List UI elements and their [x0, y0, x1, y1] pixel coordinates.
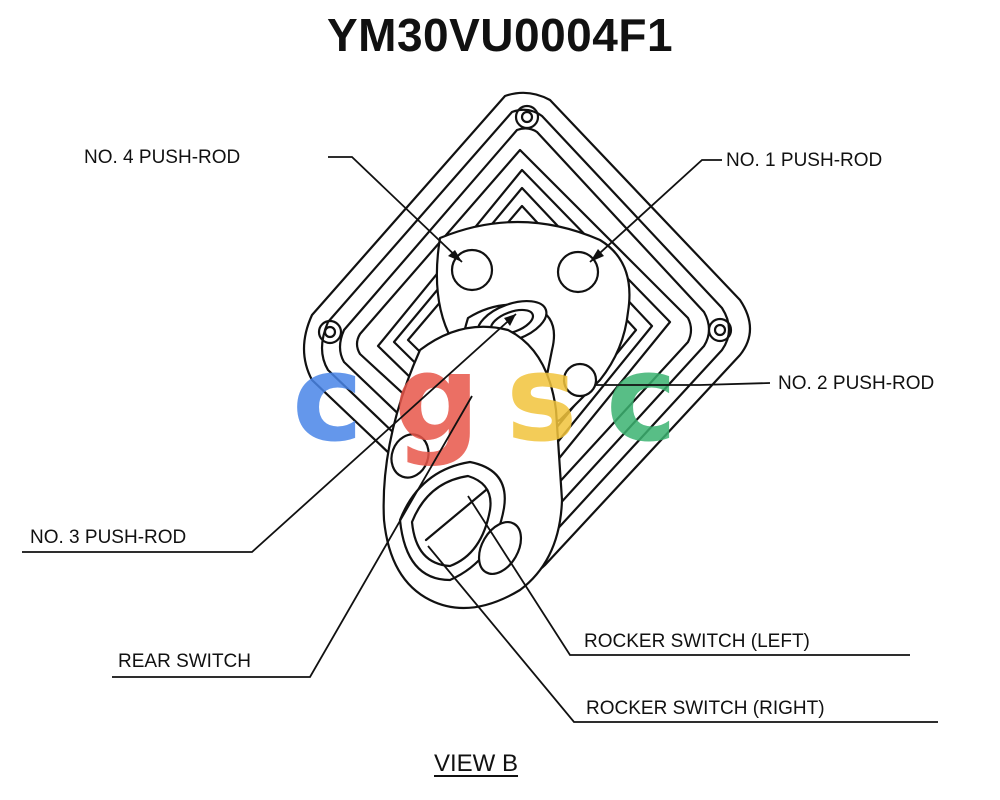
watermark-letter-c2: c	[606, 330, 677, 469]
arrow-push-rod-4	[448, 250, 462, 262]
diagram-title: YM30VU0004F1	[326, 9, 674, 61]
mount-hole-left	[317, 319, 343, 345]
mount-hole-right-inner	[713, 323, 727, 337]
leader-rocker-left	[467, 495, 910, 656]
label-push-rod-1: NO. 1 PUSH-ROD	[726, 150, 883, 171]
watermark-letter-g: g	[394, 330, 480, 469]
rocker-switch-frame	[398, 460, 506, 582]
mount-hole-top-inner	[520, 110, 534, 124]
watermark-letter-s: s	[506, 330, 577, 469]
housing-outline	[302, 91, 752, 576]
push-rod-4-circle	[450, 248, 494, 292]
leader-push-rod-4	[328, 156, 463, 263]
mount-hole-left-inner	[323, 325, 337, 339]
watermark: c g s c	[292, 330, 677, 469]
leader-push-rod-3	[22, 313, 517, 553]
view-caption: VIEW B	[434, 750, 519, 777]
rocker-switch-divider	[424, 488, 488, 542]
leader-push-rod-1	[589, 159, 722, 263]
leader-rear-switch	[112, 395, 473, 678]
leader-push-rod-2	[596, 382, 771, 386]
arrow-push-rod-1	[590, 249, 604, 262]
mount-hole-top	[514, 104, 540, 130]
push-rod-1-circle	[556, 250, 600, 294]
label-push-rod-4: NO. 4 PUSH-ROD	[84, 147, 241, 168]
watermark-letter-c1: c	[292, 330, 363, 469]
label-rocker-left: ROCKER SWITCH (LEFT)	[584, 631, 810, 652]
rear-switch-shape	[390, 433, 430, 479]
leader-rocker-right	[427, 545, 938, 723]
label-rocker-right: ROCKER SWITCH (RIGHT)	[586, 698, 825, 719]
label-push-rod-2: NO. 2 PUSH-ROD	[778, 373, 935, 394]
arrow-push-rod-3	[504, 314, 516, 326]
label-push-rod-3: NO. 3 PUSH-ROD	[30, 527, 187, 548]
rocker-switch-inner	[410, 474, 492, 568]
mount-hole-right	[707, 317, 733, 343]
push-rod-2-circle	[562, 362, 598, 398]
label-rear-switch: REAR SWITCH	[118, 651, 251, 672]
